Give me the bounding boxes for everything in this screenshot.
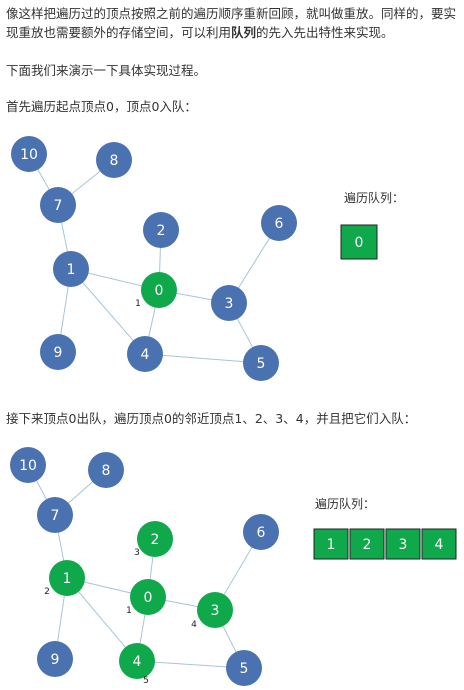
node-label-1: 1: [63, 571, 72, 587]
node-label-5: 5: [257, 356, 266, 372]
order-label-1: 1: [126, 606, 132, 616]
queue-label: 遍历队列：: [315, 496, 375, 511]
queue-cell-0: [340, 224, 378, 260]
node-label-2: 2: [157, 223, 166, 239]
node-label-1: 1: [67, 262, 76, 278]
queue-cell-4: [421, 528, 457, 560]
node-5: [243, 345, 279, 381]
node-label-2: 2: [151, 532, 160, 548]
node-6: [261, 205, 297, 241]
node-9: [40, 334, 76, 370]
demo-intro: 下面我们来演示一下具体实现过程。: [6, 63, 207, 78]
node-label-6: 6: [257, 525, 266, 541]
node-label-3: 3: [211, 603, 220, 619]
node-3: [211, 285, 247, 321]
intro-bold-term: 队列: [231, 25, 257, 40]
node-2: [143, 212, 179, 248]
queue-cell-1: [313, 528, 349, 560]
order-label-5: 5: [143, 676, 149, 686]
node-7: [40, 187, 76, 223]
node-label-8: 8: [110, 153, 119, 169]
node-label-10: 10: [19, 458, 37, 474]
queue-cell-label-0: 0: [355, 235, 364, 251]
node-7: [37, 497, 73, 533]
queue-cell-label-2: 2: [363, 537, 372, 553]
queue-cell-label-4: 4: [435, 537, 444, 553]
node-label-0: 0: [155, 283, 164, 299]
intro-paragraph: 像这样把遍历过的顶点按照之前的遍历顺序重新回顾，就叫做重放。同样的，要实现重放也…: [6, 4, 458, 42]
node-1: [53, 251, 89, 287]
node-label-6: 6: [275, 216, 284, 232]
node-8: [88, 452, 124, 488]
step2-caption: 接下来顶点0出队，遍历顶点0的邻近顶点1、2、3、4，并且把它们入队：: [6, 411, 417, 426]
node-8: [96, 142, 132, 178]
node-label-8: 8: [102, 463, 111, 479]
queue-cell-label-3: 3: [399, 537, 408, 553]
node-label-4: 4: [133, 654, 142, 670]
node-label-9: 9: [51, 652, 60, 668]
node-5: [226, 650, 262, 686]
node-1-visited: [49, 560, 85, 596]
node-label-3: 3: [225, 296, 234, 312]
node-10: [10, 447, 46, 483]
node-label-10: 10: [20, 147, 38, 163]
edge-1-4: [66, 577, 138, 662]
node-9: [37, 641, 73, 677]
queue-cell-2: [349, 528, 385, 560]
node-label-9: 9: [54, 345, 63, 361]
node-0-visited: [130, 579, 166, 615]
node-label-7: 7: [51, 508, 60, 524]
order-label-1: 1: [135, 299, 141, 309]
intro-text: 像这样把遍历过的顶点按照之前的遍历顺序重新回顾，就叫做重放。同样的，要实现重放也…: [6, 6, 457, 40]
step1-caption: 首先遍历起点顶点0，顶点0入队：: [6, 99, 197, 114]
node-10: [11, 136, 47, 172]
edge-4-5: [144, 353, 262, 364]
order-label-3: 3: [134, 548, 140, 558]
node-label-0: 0: [144, 590, 153, 606]
order-label-4: 4: [191, 620, 197, 630]
node-label-5: 5: [240, 661, 249, 677]
node-6: [243, 514, 279, 550]
queue-label: 遍历队列：: [344, 190, 404, 205]
node-4-visited: [119, 643, 155, 679]
queue-cell-3: [385, 528, 421, 560]
node-0-visited: [141, 272, 177, 308]
intro-text-end: 的先入先出特性来实现。: [256, 25, 394, 40]
node-label-4: 4: [141, 347, 150, 363]
order-label-2: 2: [44, 587, 50, 597]
node-3-visited: [197, 592, 233, 628]
queue-cell-label-1: 1: [327, 537, 336, 553]
edge-1-4: [70, 268, 146, 355]
node-2-visited: [137, 521, 173, 557]
node-4: [127, 336, 163, 372]
node-label-7: 7: [54, 198, 63, 214]
